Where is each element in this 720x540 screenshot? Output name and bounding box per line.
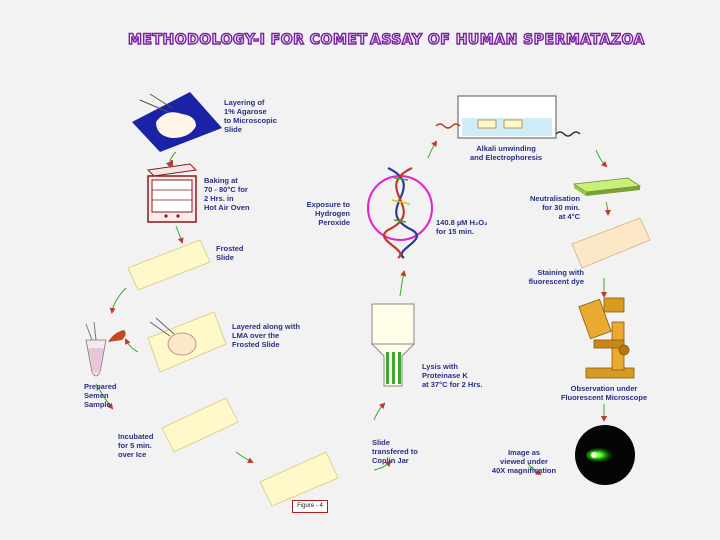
figure-label: Figure - 4 [292, 500, 328, 513]
label-layering: Layering of 1% Agarose to Microscopic Sl… [224, 98, 277, 134]
electrophoresis-tank-icon [435, 95, 581, 139]
stained-slide-icon [571, 217, 651, 269]
label-neutral: Neutralisation for 30 min. at 4°C [529, 194, 580, 221]
coplin-jar-icon [370, 303, 416, 387]
label-image: Image as viewed under 40X magnification [491, 448, 557, 475]
neutralisation-tray-icon [572, 177, 642, 196]
label-coplin: Slide transfered to Coplin Jar [372, 438, 418, 465]
arrow-10 [427, 140, 438, 159]
lma-slide-icon [147, 311, 227, 373]
arrow-6 [235, 451, 254, 463]
arrow-11 [595, 149, 608, 168]
frosted-slide-icon [127, 239, 211, 291]
semen-tube-icon [85, 321, 126, 377]
label-staining: Staining with fluorescent dye [528, 268, 584, 286]
arrow-5 [95, 383, 114, 410]
fluorescent-microscope-icon [578, 297, 635, 379]
comet-image-icon [575, 425, 635, 485]
arrow-15 [527, 463, 542, 476]
label-frosted: Frosted Slide [216, 244, 244, 262]
label-layered-lma: Layered along with LMA over the Frosted … [232, 322, 300, 349]
title-part-1: METHODOLOGY-I FOR COMET [127, 31, 368, 48]
arrow-9 [399, 270, 407, 297]
label-observation: Observation under Fluorescent Microscope [560, 384, 648, 402]
label-h2o2: 140.8 µM H₂O₂ for 15 min. [436, 218, 488, 236]
arrow-12 [604, 201, 611, 216]
dna-helix-icon [367, 167, 433, 259]
arrow-3 [109, 287, 127, 314]
arrow-7 [373, 460, 392, 471]
label-lysis: Lysis with Proteinase K at 37°C for 2 Hr… [422, 362, 483, 389]
hot-air-oven-icon [146, 160, 198, 223]
arrow-4 [125, 338, 139, 353]
agarose-slide-icon [132, 92, 222, 152]
arrow-2 [175, 225, 184, 244]
flow-arrows [95, 140, 611, 476]
label-alkali: Alkali unwinding and Electrophoresis [469, 144, 543, 162]
coplin-slide-icon [259, 451, 339, 507]
arrow-1 [165, 151, 177, 168]
title-part-2: ASSAY OF HUMAN SPERMATAZOA [369, 31, 645, 48]
incubated-slide-icon [161, 397, 239, 453]
arrow-8 [373, 402, 386, 421]
label-baking: Baking at 70 - 80°C for 2 Hrs. in Hot Ai… [204, 176, 250, 212]
label-exposure: Exposure to Hydrogen Peroxide [306, 200, 350, 227]
label-incubated: Incubated for 5 min. over Ice [118, 432, 154, 459]
label-semen: Prepared Semen Sample [84, 382, 117, 409]
